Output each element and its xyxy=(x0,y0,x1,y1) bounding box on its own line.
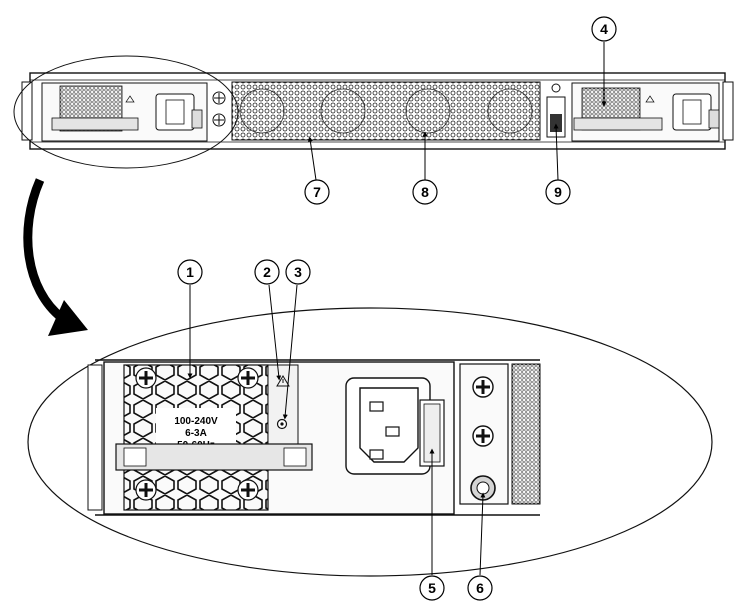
callout-9: 9 xyxy=(545,179,571,205)
fan-grille xyxy=(231,81,541,141)
left-psu-latch-screws xyxy=(212,91,226,127)
svg-text:4: 4 xyxy=(600,21,608,37)
left-psu-small xyxy=(41,82,208,142)
callout-6: 6 xyxy=(467,575,493,601)
svg-text:7: 7 xyxy=(313,184,321,200)
ac-power-inlet-icon xyxy=(345,377,431,475)
zoom-arrow-icon xyxy=(23,178,88,336)
psu-fan-grille: 100-240V 6-3A 50-60Hz xyxy=(123,364,269,511)
callout-3: 3 xyxy=(285,259,311,285)
svg-text:5: 5 xyxy=(428,580,436,596)
ground-screw-icon xyxy=(276,418,288,430)
callout-5: 5 xyxy=(419,575,445,601)
svg-text:9: 9 xyxy=(554,184,562,200)
callout-7: 7 xyxy=(304,179,330,205)
psu-handle xyxy=(115,443,313,471)
svg-text:2: 2 xyxy=(263,264,271,280)
chassis-rear-view xyxy=(21,72,734,150)
psu-rating-line-2: 6-3A xyxy=(185,428,207,439)
svg-text:6: 6 xyxy=(476,580,484,596)
svg-text:3: 3 xyxy=(294,264,302,280)
right-psu-small xyxy=(571,82,720,142)
svg-text:8: 8 xyxy=(421,184,429,200)
zoomed-psu-view: 100-240V 6-3A 50-60Hz xyxy=(27,307,713,577)
zoom-detail-ellipse xyxy=(27,307,713,577)
callout-4: 4 xyxy=(591,16,617,42)
callout-1: 1 xyxy=(177,259,203,285)
fan-screw-icon xyxy=(135,367,259,501)
psu-side-bracket xyxy=(459,363,509,505)
chassis-ground-pad xyxy=(546,83,566,138)
svg-text:1: 1 xyxy=(186,264,194,280)
callout-8: 8 xyxy=(412,179,438,205)
callout-2: 2 xyxy=(254,259,280,285)
zoom-source-ellipse xyxy=(13,55,239,169)
warning-triangle-icon xyxy=(276,375,290,387)
callout-leaders xyxy=(187,42,607,576)
psu-rating-line-1: 100-240V xyxy=(174,416,218,427)
